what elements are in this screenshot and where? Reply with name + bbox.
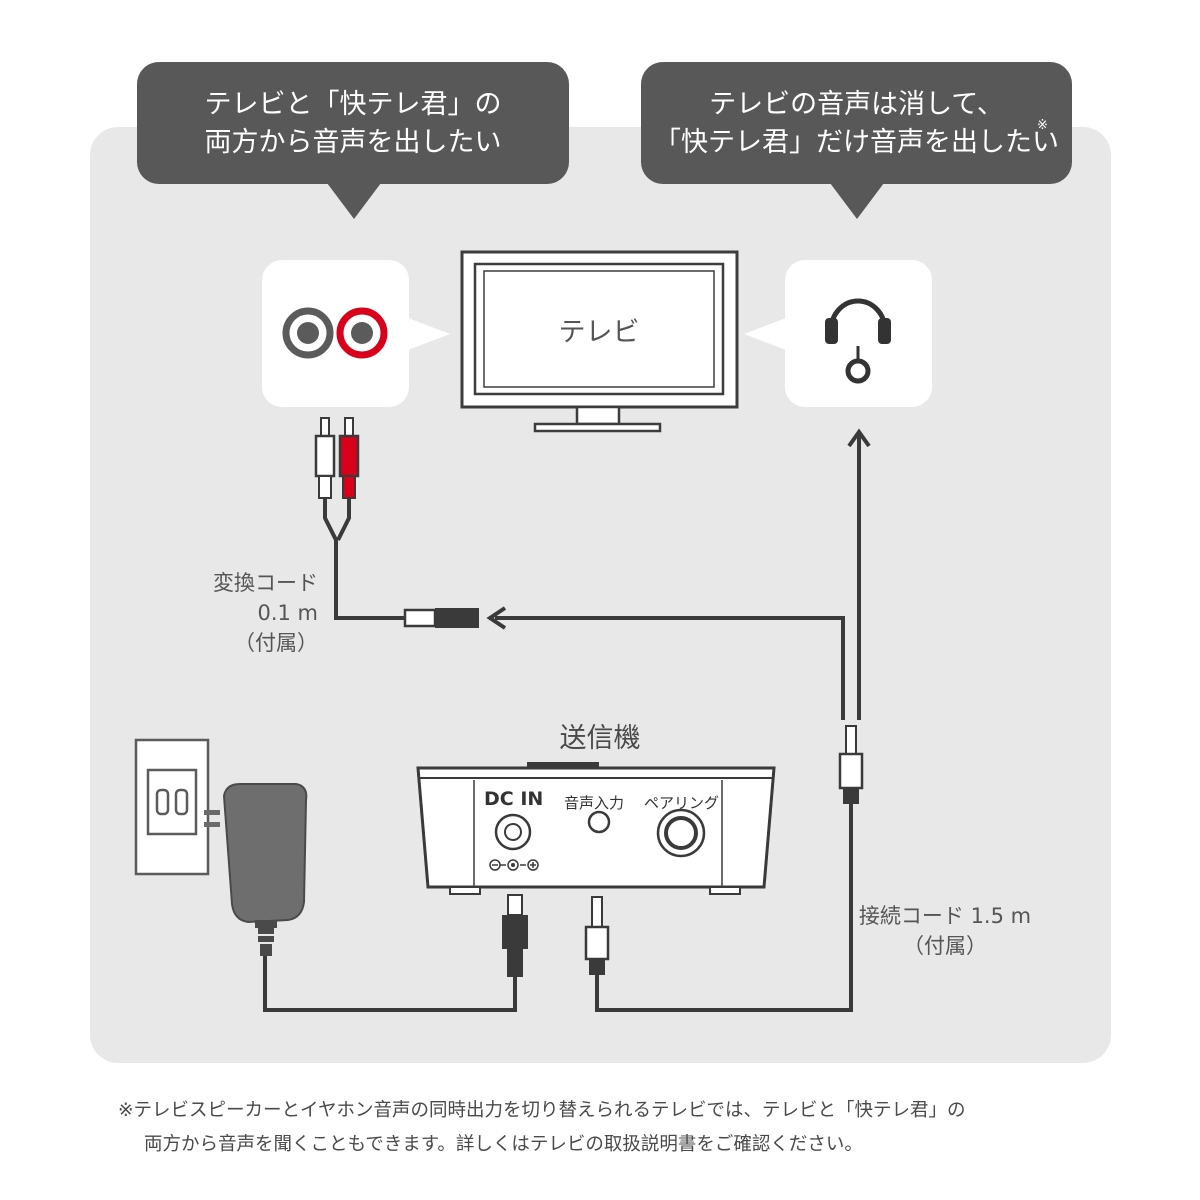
rca-cord-label-line3: （付属） xyxy=(234,631,318,655)
connect-cord-label-line1: 接続コード 1.5 m xyxy=(858,904,1032,928)
footnote-line1: ※テレビスピーカーとイヤホン音声の同時出力を切り替えられるテレビでは、テレビと「… xyxy=(118,1100,966,1121)
rca-cord-label: 変換コード 0.1 m （付属） xyxy=(150,568,318,658)
tv-icon xyxy=(460,250,739,433)
footnote: ※テレビスピーカーとイヤホン音声の同時出力を切り替えられるテレビでは、テレビと「… xyxy=(118,1094,965,1162)
rca-jacks-icon xyxy=(282,307,388,359)
dc-in-label: DC IN xyxy=(484,788,544,810)
bubble-both-audio: テレビと「快テレ君」の 両方から音声を出したい xyxy=(137,62,569,184)
sender-unit-icon xyxy=(416,762,776,895)
bubble-right-line2: 「快テレ君」だけ音声を出したい xyxy=(654,127,1059,158)
connect-cord-label-line2: （付属） xyxy=(903,934,987,958)
tv-label: テレビ xyxy=(558,317,640,348)
headphone-icon xyxy=(825,298,891,384)
rca-cord-label-line1: 変換コード xyxy=(213,571,318,595)
wall-outlet-icon xyxy=(134,738,210,876)
rca-cable-icon xyxy=(314,417,479,628)
pairing-label: ペアリング xyxy=(644,794,720,812)
ac-adapter-icon xyxy=(204,783,308,956)
bubble-right-line1: テレビの音声は消して、 xyxy=(709,89,1004,120)
bubble-left-line2: 両方から音声を出したい xyxy=(204,127,502,158)
bubble-right-tail xyxy=(830,183,884,219)
rca-card-pointer xyxy=(408,318,450,350)
footnote-line2: 両方から音声を聞くこともできます。詳しくはテレビの取扱説明書をご確認ください。 xyxy=(144,1134,863,1155)
headphone-card-pointer xyxy=(744,318,786,350)
note-mark: ※ xyxy=(1037,118,1048,133)
arrow-icon xyxy=(486,428,871,720)
connect-cord-label: 接続コード 1.5 m （付属） xyxy=(830,901,1060,961)
connect-cord-icon xyxy=(584,725,864,1012)
bubble-sender-only-audio: テレビの音声は消して、 「快テレ君」だけ音声を出したい xyxy=(641,62,1072,184)
dc-cord-icon xyxy=(263,894,528,1012)
bubble-left-line1: テレビと「快テレ君」の xyxy=(204,89,502,120)
bubble-left-tail xyxy=(327,183,381,219)
rca-cord-label-line2: 0.1 m xyxy=(257,601,318,625)
audio-in-label: 音声入力 xyxy=(564,794,625,812)
sender-title: 送信機 xyxy=(559,723,641,754)
